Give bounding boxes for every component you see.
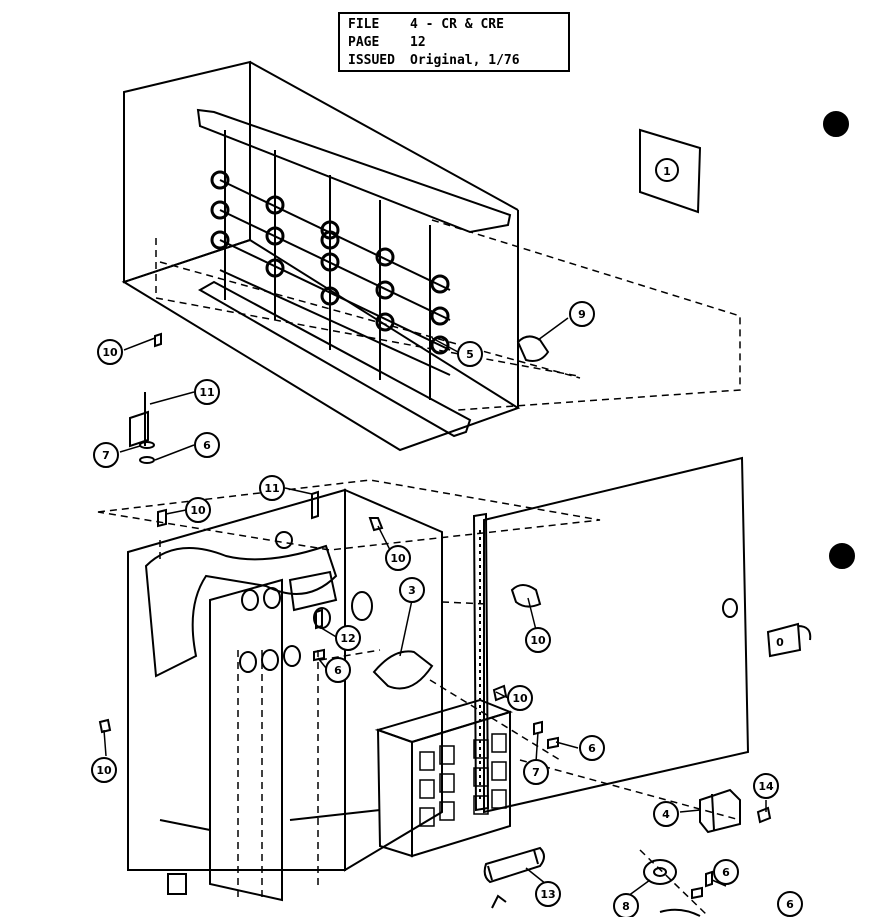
callout-number: 6 (203, 439, 211, 452)
callout-circle (194, 432, 220, 458)
callout-circle (185, 497, 211, 523)
thermostat-part (516, 335, 550, 362)
callout-circle (91, 757, 117, 783)
side-bracket (766, 622, 812, 658)
callout-number: 8 (622, 900, 630, 913)
callout-number: 10 (390, 552, 406, 565)
callout-circle (259, 475, 285, 501)
callout-number: 10 (96, 764, 112, 777)
fitting (167, 873, 187, 895)
callout-number: 12 (340, 632, 355, 645)
access-cover (472, 456, 750, 814)
callout-circle (507, 685, 533, 711)
callout-number: 7 (532, 766, 540, 779)
toggle-switch (699, 788, 741, 834)
callout-number: 10 (190, 504, 206, 517)
page-label: PAGE (348, 35, 380, 50)
callout-number: 6 (722, 866, 730, 879)
callout-circle (399, 577, 425, 603)
wire (659, 908, 701, 917)
callout-number: 10 (530, 634, 546, 647)
issued-value: Original, 1/76 (410, 53, 520, 68)
callout-number: 6 (786, 898, 794, 911)
file-value: 4 - CR & CRE (410, 17, 504, 32)
callout-circle (569, 301, 595, 327)
callout-circle (97, 339, 123, 365)
callouts: 10 11 7 6 9 5 11 10 10 3 12 6 10 10 6 7 10 4 14 13 8 6 6 (91, 301, 803, 917)
callout-number: 13 (540, 888, 555, 901)
issued-label: ISSUED (348, 53, 395, 68)
callout-circle (93, 442, 119, 468)
callout-circle (385, 545, 411, 571)
callout-circle (579, 735, 605, 761)
figure-number: 1 (663, 165, 671, 178)
registration-mark-top (823, 111, 849, 137)
callout-number: 7 (102, 449, 110, 462)
callout-number: 10 (102, 346, 118, 359)
title-block: FILE 4 - CR & CRE PAGE 12 ISSUED Original, … (338, 12, 570, 72)
callout-circle (194, 379, 220, 405)
callout-circle (523, 759, 549, 785)
callout-circle (325, 657, 351, 683)
callout-number: 9 (578, 308, 586, 321)
callout-circle (777, 891, 803, 917)
callout-number: 11 (264, 482, 279, 495)
callout-circle (535, 881, 561, 907)
callout-number: 14 (758, 780, 774, 793)
bracket-label: 0 (776, 636, 784, 649)
screws (98, 332, 772, 900)
registration-mark-middle (829, 543, 855, 569)
page-value: 12 (410, 35, 426, 50)
callout-number: 6 (334, 664, 342, 677)
callout-circle (525, 627, 551, 653)
callout-circle (335, 625, 361, 651)
figure-tag (639, 128, 702, 214)
callout-circle (713, 859, 739, 885)
terminal-block (374, 698, 514, 858)
heater-assembly (121, 60, 521, 452)
wire-end (491, 894, 507, 909)
fuse (483, 846, 545, 884)
limit-switch (372, 650, 434, 690)
callout-number: 5 (466, 348, 474, 361)
callout-number: 4 (662, 808, 670, 821)
callout-circle (653, 801, 679, 827)
callout-circle (457, 341, 483, 367)
figure-number-circle (655, 158, 679, 182)
callout-circle (753, 773, 779, 799)
callout-number: 6 (588, 742, 596, 755)
leader-lines (103, 317, 767, 897)
callout-number: 10 (512, 692, 528, 705)
mounting-bracket (129, 392, 155, 464)
capacitor-knob (643, 859, 677, 885)
callout-number: 3 (408, 584, 416, 597)
control-box (127, 488, 443, 902)
callout-number: 11 (199, 386, 214, 399)
file-label: FILE (348, 17, 380, 32)
callout-circle (613, 893, 639, 917)
